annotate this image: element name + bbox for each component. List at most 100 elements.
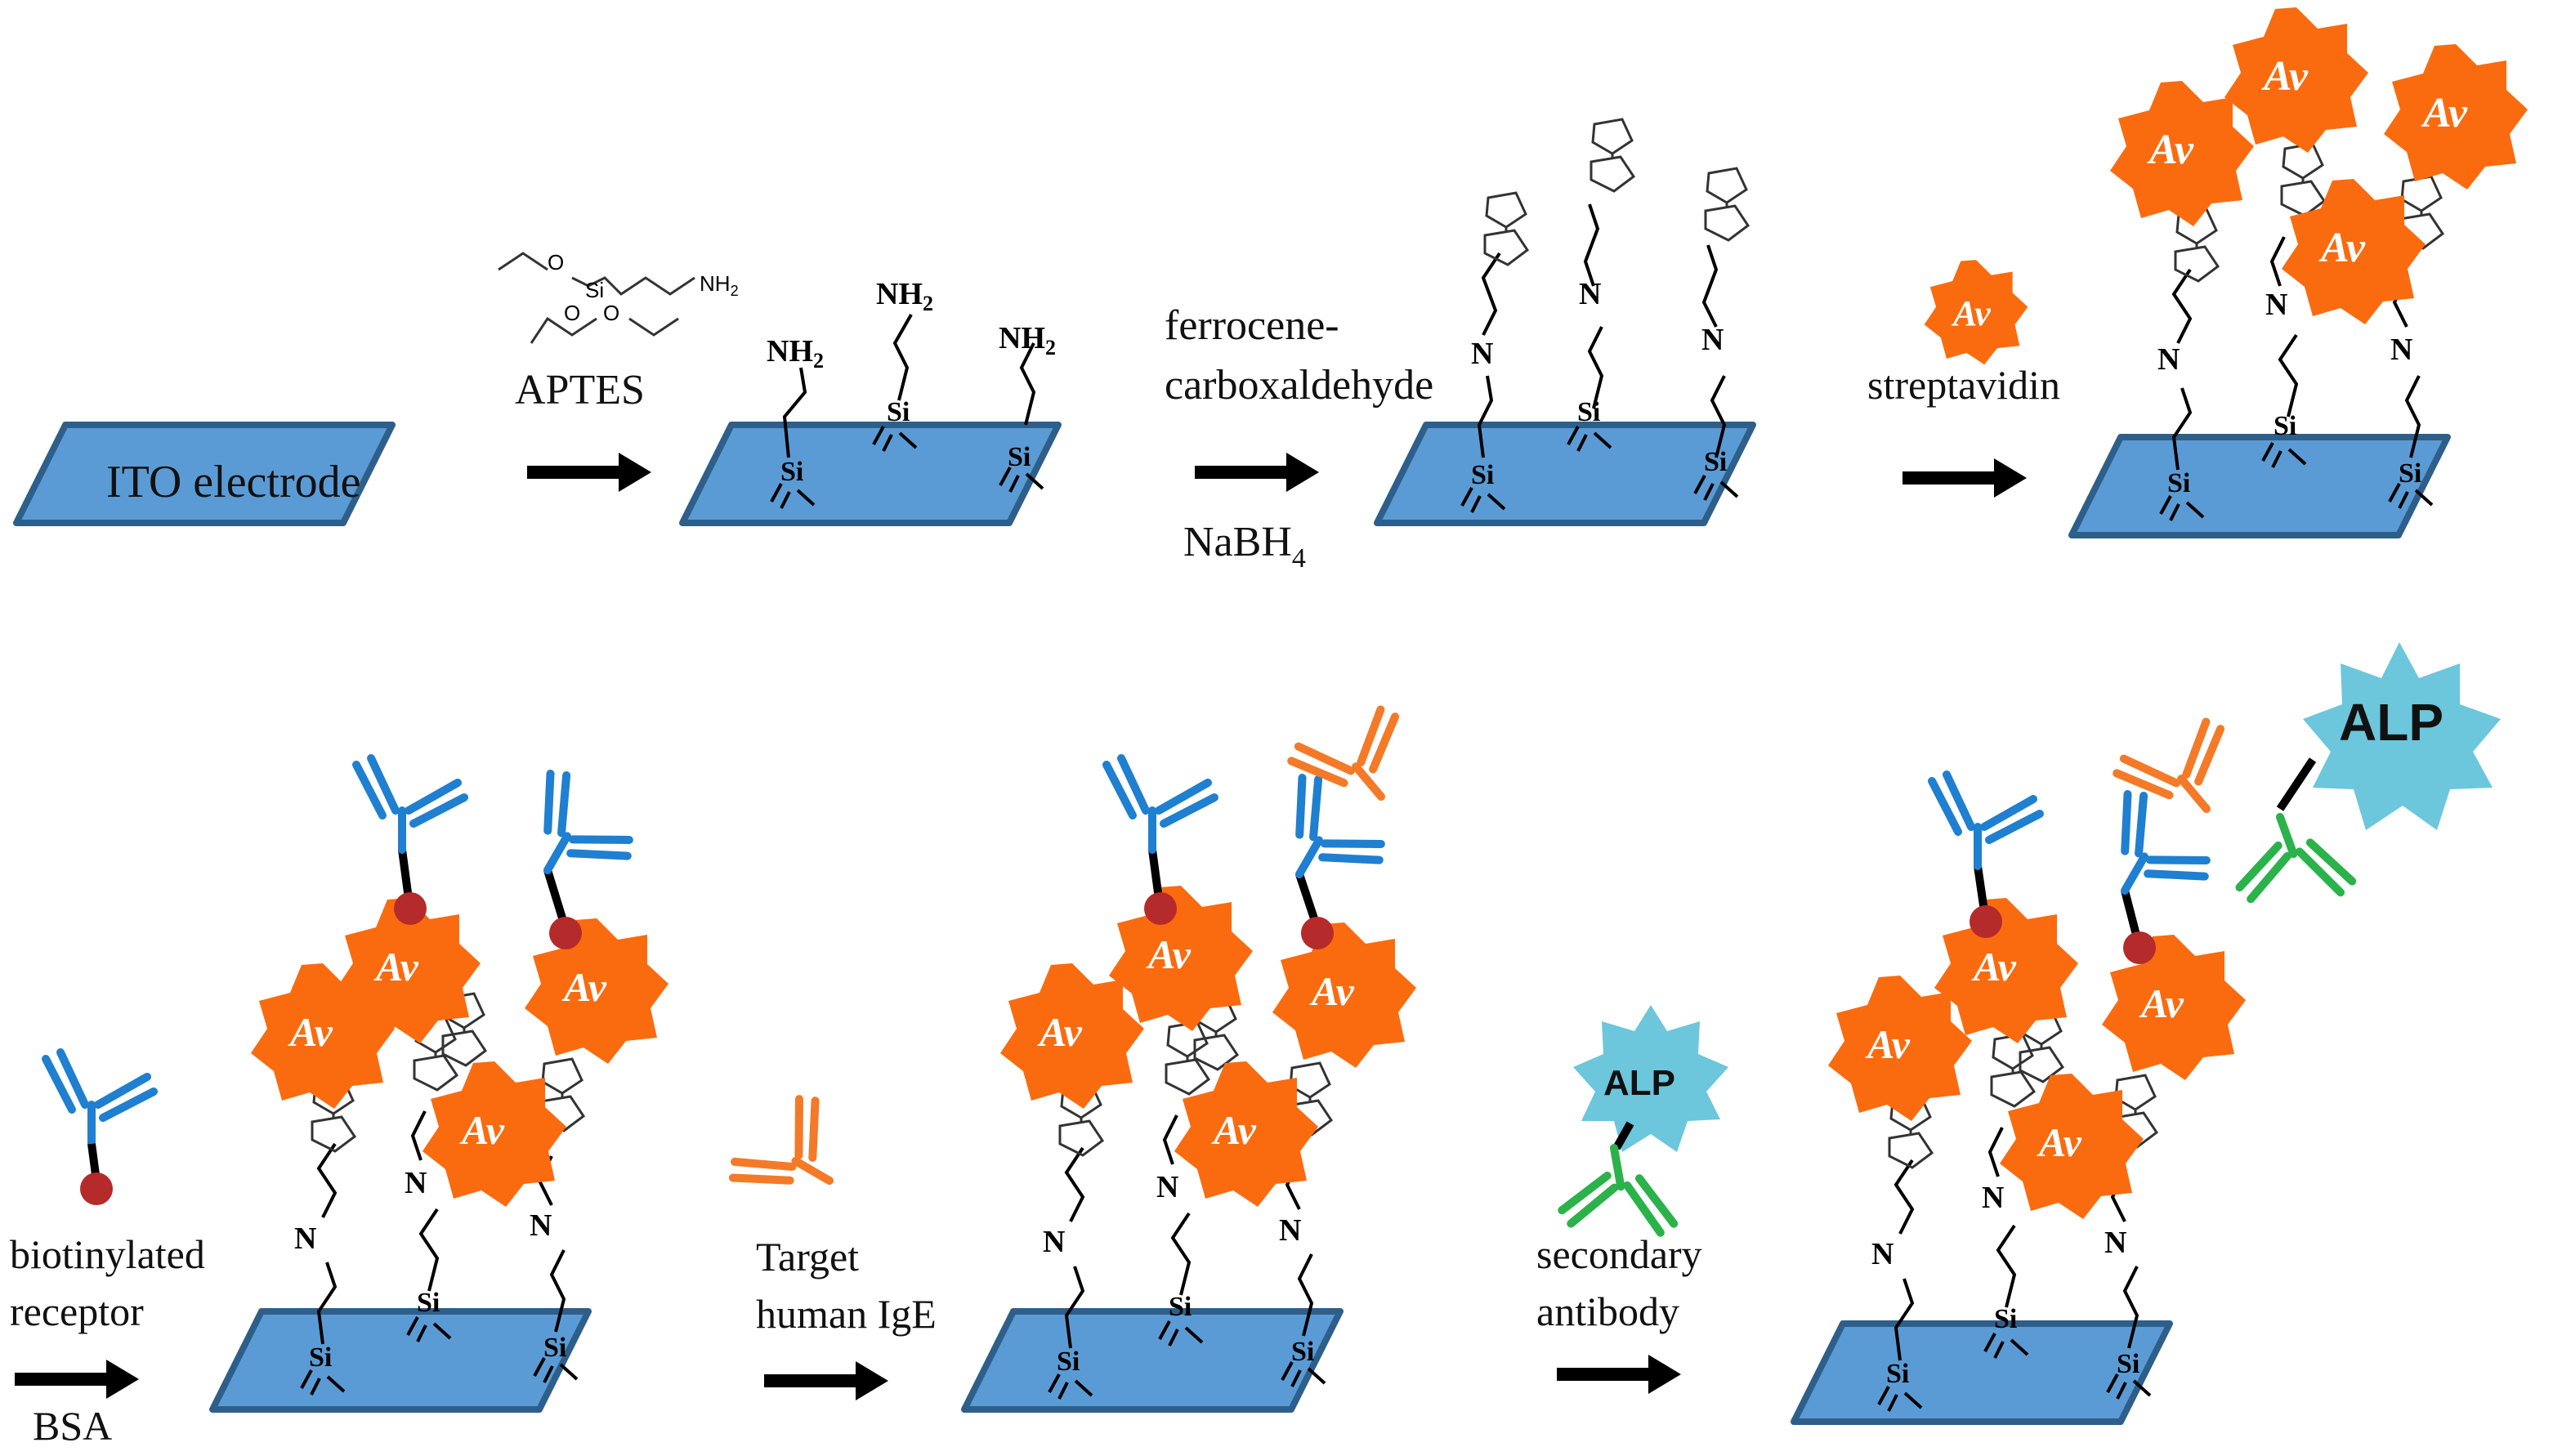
avidin-electrode-panel: Si Si Si N N N Av Av Av Av <box>2072 7 2528 535</box>
bound-receptor <box>1107 758 1214 925</box>
n-label: N <box>1471 337 1493 371</box>
av-label: Av <box>373 944 419 989</box>
bsa-label: BSA <box>33 1403 112 1449</box>
bound-target-ige <box>1287 686 1429 826</box>
av-label: Av <box>561 964 607 1010</box>
arrow-1 <box>527 453 651 492</box>
target-step: Target human IgE <box>727 1081 937 1400</box>
ferrocene-electrode-plate <box>1377 425 1753 523</box>
biotin-icon <box>1301 917 1334 949</box>
av-label: Av <box>1865 1021 1911 1067</box>
aptes-o-2: O <box>564 301 580 325</box>
ferrocene-label: ferrocene- <box>1165 302 1339 349</box>
nh2-label: NH2 <box>767 334 824 373</box>
n-label: N <box>1043 1225 1065 1259</box>
av-label: Av <box>1309 968 1355 1014</box>
biotin-icon <box>1970 905 2002 938</box>
si-label: Si <box>1886 1359 1909 1389</box>
streptavidin-label: streptavidin <box>1867 362 2060 408</box>
si-label: Si <box>2117 1349 2139 1379</box>
secondary-step: ALP secondary antibody <box>1536 1005 1728 1394</box>
bound-secondary-antibody <box>2222 802 2354 924</box>
target-label: Target <box>756 1234 859 1280</box>
si-label: Si <box>780 457 803 487</box>
av-label: Av <box>2147 127 2194 173</box>
n-label: N <box>2390 333 2412 367</box>
ferrocene-icon <box>1704 167 1750 242</box>
n-label: N <box>1871 1237 1894 1271</box>
si-label: Si <box>1008 442 1031 472</box>
si-label: Si <box>1291 1337 1314 1367</box>
av-label: Av <box>2139 980 2184 1026</box>
aptes-step: O Si O O NH2 APTES <box>498 250 739 492</box>
aptes-o-3: O <box>603 301 619 325</box>
aptes-electrode-plate <box>682 425 1058 523</box>
n-label: N <box>1701 323 1724 357</box>
biotin-icon <box>80 1172 113 1205</box>
ferrocene-icon <box>1165 1021 1210 1096</box>
receptor-step: biotinylated receptor BSA <box>10 1052 205 1449</box>
bound-receptor <box>2086 788 2224 964</box>
ito-electrode-panel: ITO electrode <box>16 425 392 523</box>
target-chains <box>1064 1114 1314 1349</box>
aptes-structure-icon <box>498 252 695 344</box>
biotin-icon <box>2123 931 2156 964</box>
aptes-chains <box>782 314 1036 458</box>
final-electrode-plate <box>1794 1324 2170 1422</box>
antibody-label: antibody <box>1536 1289 1679 1334</box>
bound-receptor <box>1932 775 2040 938</box>
si-label: Si <box>1057 1347 1080 1377</box>
si-label: Si <box>1169 1292 1192 1322</box>
biotinylated-label: biotinylated <box>10 1231 205 1277</box>
n-label: N <box>2265 288 2287 322</box>
receptor-antibody-icon <box>46 1052 154 1144</box>
human-ige-label: human IgE <box>756 1291 937 1337</box>
biotin-icon <box>394 892 427 925</box>
n-label: N <box>1579 277 1601 311</box>
ferrocene-icon <box>2280 142 2326 217</box>
ferrocene-icon <box>1990 1033 2036 1108</box>
bound-target-ige <box>2113 699 2254 838</box>
n-label: N <box>530 1208 552 1243</box>
si-label: Si <box>417 1288 440 1318</box>
bound-receptor <box>356 758 464 925</box>
nh2-label: NH2 <box>999 321 1056 360</box>
streptavidin-step: Av streptavidin <box>1867 260 2060 498</box>
ferrocene-icon <box>1483 191 1529 266</box>
arrow-5 <box>764 1361 888 1400</box>
si-label: Si <box>2167 468 2190 498</box>
alp-enzyme-icon <box>2303 642 2501 830</box>
ferrocene-icon <box>1589 118 1635 193</box>
aptes-o-1: O <box>548 250 564 275</box>
alp-enzyme-icon <box>1573 1005 1728 1152</box>
si-label: Si <box>2399 458 2421 489</box>
biotin-icon <box>1144 892 1177 925</box>
av-label: Av <box>1146 931 1192 977</box>
av-label: Av <box>2421 90 2468 136</box>
receptor-chains <box>316 1110 566 1345</box>
av-label: Av <box>2318 225 2366 271</box>
av-label: Av <box>459 1107 505 1153</box>
bound-receptor <box>508 768 647 949</box>
ferrocene-step: ferrocene- carboxaldehyde NaBH4 <box>1165 302 1433 574</box>
si-label: Si <box>1704 447 1727 477</box>
aptes-label: APTES <box>515 367 645 413</box>
secondary-label: secondary <box>1536 1231 1702 1277</box>
si-label: Si <box>1471 460 1494 490</box>
nh2-label: NH2 <box>876 277 933 315</box>
aptes-si: Si <box>585 278 604 302</box>
av-label: Av <box>288 1009 333 1055</box>
av-label: Av <box>1037 1009 1083 1055</box>
n-label: N <box>2104 1226 2126 1260</box>
ito-electrode-label: ITO electrode <box>106 457 360 507</box>
alp-label: ALP <box>2339 693 2443 752</box>
receptor-electrode-plate <box>212 1311 588 1409</box>
si-label: Si <box>1994 1304 2017 1334</box>
ferrocene-chains <box>1477 203 1727 458</box>
target-electrode-plate <box>964 1311 1340 1409</box>
n-label: N <box>2157 342 2180 377</box>
avidin-electrode-plate <box>2072 437 2448 535</box>
si-label: Si <box>2274 411 2296 441</box>
si-label: Si <box>887 397 910 427</box>
